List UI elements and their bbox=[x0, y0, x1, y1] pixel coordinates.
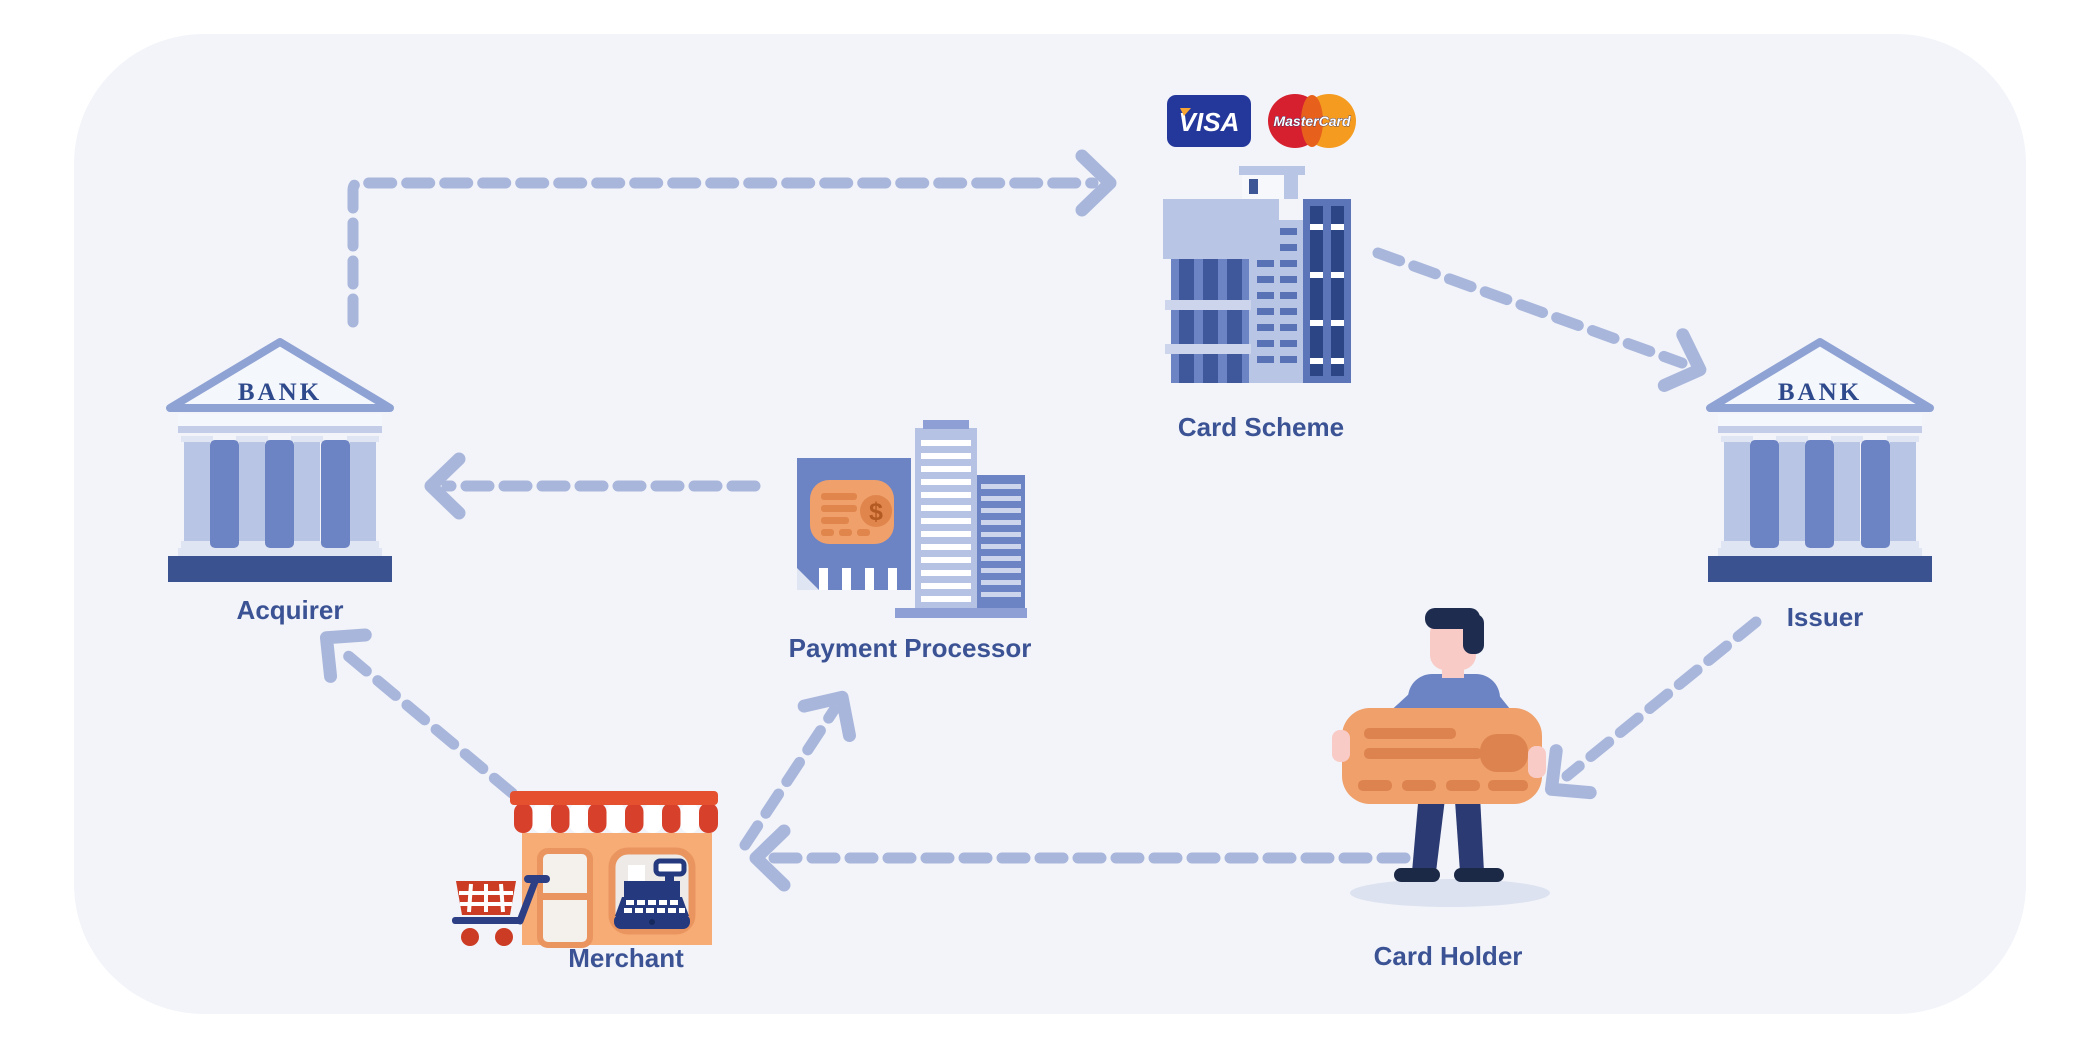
payment-processor-label: Payment Processor bbox=[788, 633, 1032, 663]
bank-sign-text: BANK bbox=[1778, 379, 1862, 406]
cash-register-icon bbox=[614, 858, 690, 929]
node-issuer: BANK bbox=[1700, 336, 1940, 593]
card-holder-label: Card Holder bbox=[1373, 941, 1523, 971]
arrow-merchant-to-acquirer bbox=[334, 643, 518, 799]
visa-orange-wedge-icon bbox=[1180, 108, 1191, 116]
card-scheme-label: Card Scheme bbox=[1177, 412, 1345, 442]
acquirer-label: Acquirer bbox=[236, 595, 344, 625]
arrow-issuer-to-card-holder bbox=[1561, 616, 1762, 782]
mastercard-logo: MasterCard bbox=[1268, 94, 1356, 148]
shopping-cart-icon bbox=[452, 875, 550, 946]
dollar-sign-icon: $ bbox=[869, 498, 883, 526]
visa-logo: VISA bbox=[1167, 95, 1251, 147]
node-acquirer: BANK bbox=[160, 336, 400, 593]
node-card-holder bbox=[1328, 598, 1580, 925]
visa-logo-text: VISA bbox=[1179, 107, 1240, 137]
node-merchant bbox=[448, 763, 740, 996]
visa-mastercard-logos: VISA MasterCard bbox=[1167, 94, 1356, 148]
arrow-merchant-to-payment-processor bbox=[739, 704, 840, 851]
storefront-icon bbox=[452, 791, 718, 948]
person-holding-card-icon bbox=[1332, 608, 1550, 907]
arrow-acquirer-to-card-scheme bbox=[347, 177, 1099, 328]
node-card-scheme bbox=[1163, 162, 1359, 413]
node-payment-processor: $ bbox=[795, 420, 1027, 625]
diagram-background-panel bbox=[74, 34, 2026, 1014]
bank-building-icon: BANK bbox=[166, 338, 394, 582]
credit-card-icon bbox=[1342, 708, 1542, 804]
bank-building-icon: BANK bbox=[1706, 338, 1934, 582]
payment-network-logos: VISA MasterCard bbox=[1167, 90, 1363, 159]
issuer-label: Issuer bbox=[1786, 602, 1864, 632]
payment-processor-building-icon: $ bbox=[797, 420, 1027, 618]
mastercard-logo-text: MasterCard bbox=[1273, 113, 1350, 129]
merchant-label: Merchant bbox=[568, 943, 684, 973]
bank-sign-text: BANK bbox=[238, 379, 322, 406]
office-building-icon bbox=[1163, 166, 1351, 383]
hair bbox=[1425, 608, 1484, 654]
arrow-card-scheme-to-issuer bbox=[1372, 247, 1688, 369]
